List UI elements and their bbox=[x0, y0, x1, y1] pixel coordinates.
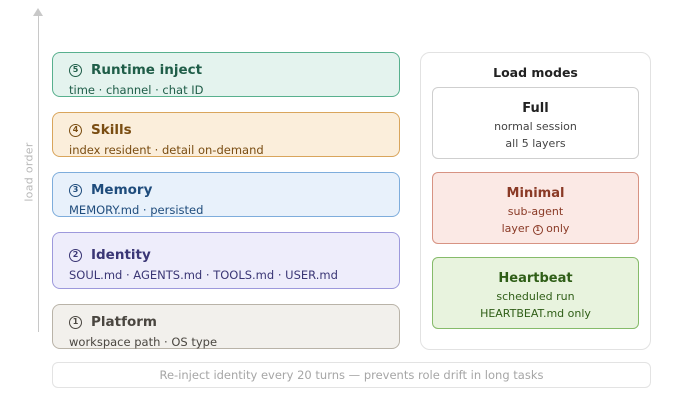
circled-number-2-icon: 2 bbox=[69, 248, 82, 262]
circled-number-1-icon: 1 bbox=[532, 225, 543, 235]
mode-line: layer 1 only bbox=[433, 222, 638, 235]
mode-heartbeat: Heartbeat scheduled run HEARTBEAT.md onl… bbox=[432, 257, 639, 329]
layer-description: workspace path · OS type bbox=[69, 335, 218, 349]
circled-number-3-icon: 3 bbox=[69, 183, 82, 197]
axis-label: load order bbox=[22, 142, 36, 202]
load-order-axis-line bbox=[38, 14, 39, 332]
mode-minimal: Minimal sub-agent layer 1 only bbox=[432, 172, 639, 244]
mode-title: Full bbox=[522, 101, 549, 116]
mode-line-suffix: only bbox=[542, 222, 570, 235]
circled-number-4-icon: 4 bbox=[69, 123, 82, 137]
layer-description: time · channel · chat ID bbox=[69, 83, 204, 97]
layer-title: Runtime inject bbox=[91, 62, 203, 78]
circled-number-5-icon: 5 bbox=[69, 63, 82, 77]
layer-platform: 1 Platform workspace path · OS type bbox=[52, 304, 400, 349]
load-modes-title: Load modes bbox=[493, 65, 578, 80]
mode-line: normal session bbox=[494, 120, 577, 133]
layer-title: Platform bbox=[91, 314, 157, 330]
mode-title: Minimal bbox=[506, 186, 565, 201]
mode-line: sub-agent bbox=[507, 205, 564, 218]
mode-line: HEARTBEAT.md only bbox=[480, 307, 591, 320]
footer-note: Re-inject identity every 20 turns — prev… bbox=[52, 362, 651, 388]
layer-description: index resident · detail on-demand bbox=[69, 143, 264, 157]
load-modes-panel: Load modes Full normal session all 5 lay… bbox=[420, 52, 651, 350]
layer-title: Skills bbox=[91, 122, 132, 138]
layer-title: Identity bbox=[91, 247, 151, 263]
mode-full: Full normal session all 5 layers bbox=[432, 87, 639, 159]
arrow-up-icon bbox=[33, 8, 43, 16]
layer-title: Memory bbox=[91, 182, 153, 198]
layer-runtime-inject: 5 Runtime inject time · channel · chat I… bbox=[52, 52, 400, 97]
mode-line: all 5 layers bbox=[505, 137, 566, 150]
layer-description: SOUL.md · AGENTS.md · TOOLS.md · USER.md bbox=[69, 268, 338, 282]
mode-title: Heartbeat bbox=[498, 271, 573, 286]
layer-memory: 3 Memory MEMORY.md · persisted bbox=[52, 172, 400, 217]
layer-description: MEMORY.md · persisted bbox=[69, 203, 204, 217]
layer-skills: 4 Skills index resident · detail on-dema… bbox=[52, 112, 400, 157]
circled-number-1-icon: 1 bbox=[69, 315, 82, 329]
mode-line-prefix: layer bbox=[501, 222, 533, 235]
mode-line: scheduled run bbox=[496, 290, 575, 303]
layer-identity: 2 Identity SOUL.md · AGENTS.md · TOOLS.m… bbox=[52, 232, 400, 289]
